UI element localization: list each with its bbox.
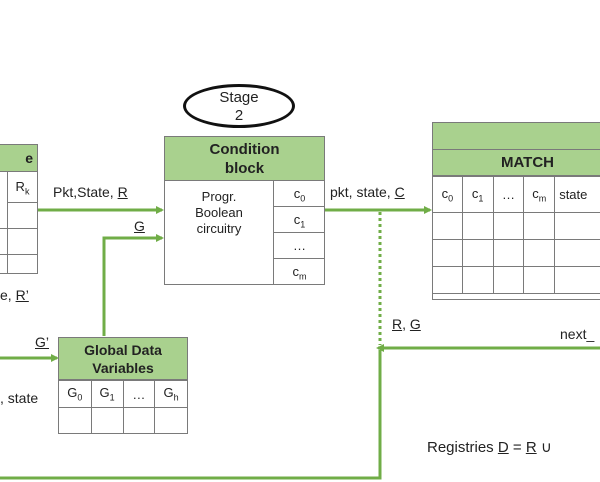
stage-label: Stage (219, 89, 259, 106)
condition-cells: c0 c1 … cm (273, 181, 325, 284)
left-table: e Rk (0, 144, 38, 274)
match-empty-cell (432, 239, 463, 267)
match-empty-cell (554, 239, 600, 267)
condition-block-header: Condition block (165, 137, 324, 181)
condition-cell-ellipsis: … (274, 233, 325, 259)
left-table-cell-rk: Rk (8, 172, 37, 203)
match-empty-cell (523, 239, 556, 267)
match-col-cm: cm (523, 176, 556, 213)
global-empty-cell (58, 407, 92, 434)
match-empty-cell (492, 239, 525, 267)
label-g-prime: G’ (35, 334, 49, 350)
condition-cell-cm: cm (292, 264, 307, 282)
match-empty-cell (492, 212, 525, 240)
match-col-c0: c0 (432, 176, 463, 213)
condition-body-line-2: Boolean (195, 205, 243, 220)
condition-body-line-1: Progr. (201, 189, 237, 204)
match-header: MATCH (433, 150, 600, 176)
global-cell-gh: Gh (154, 380, 188, 408)
global-data-box: Global Data Variables G0 G1 … Gh (58, 337, 188, 434)
label-next: next_ (560, 326, 595, 342)
global-empty-cell (122, 407, 156, 434)
match-empty-cell (554, 212, 600, 240)
label-pkt-state-c: pkt, state, C (330, 184, 405, 200)
condition-cell-c1: c1 (274, 207, 325, 233)
label-g-input: G (134, 218, 145, 234)
global-data-title-1: Global Data (84, 342, 162, 358)
match-empty-cell (461, 212, 494, 240)
stage-number: 2 (234, 107, 244, 124)
match-col-state: state (554, 176, 600, 213)
condition-cell-c0: c0 (274, 181, 325, 207)
match-top-band (433, 123, 600, 150)
match-empty-cell (432, 212, 463, 240)
match-empty-cell (461, 239, 494, 267)
global-data-title-2: Variables (92, 360, 154, 376)
label-left-state: , state (0, 390, 39, 406)
condition-block-body: Progr. Boolean circuitry (165, 183, 273, 237)
left-table-row-3 (0, 229, 37, 255)
match-empty-cell (554, 266, 600, 294)
return-line (0, 350, 382, 480)
match-col-ellipsis: … (492, 176, 525, 213)
global-empty-cell (90, 407, 124, 434)
global-cell-g0: G0 (58, 380, 92, 408)
label-pkt-state-r: Pkt,State, R (53, 184, 128, 200)
condition-block: Condition block Progr. Boolean circuitry… (164, 136, 325, 285)
match-empty-cell (492, 266, 525, 294)
left-table-header: e (0, 145, 37, 172)
global-cell-g1: G1 (90, 380, 124, 408)
match-empty-cell (461, 266, 494, 294)
match-empty-cell (432, 266, 463, 294)
match-table: MATCH c0 c1 … cm state (432, 122, 600, 300)
condition-block-title-2: block (224, 160, 265, 177)
label-r-g: R, G (392, 316, 421, 332)
label-left-bottom: e, R’ (0, 287, 29, 303)
global-data-grid: G0 G1 … Gh (58, 380, 188, 434)
match-grid: c0 c1 … cm state (432, 176, 600, 294)
condition-block-title-1: Condition (209, 141, 280, 158)
left-table-row-2 (0, 203, 37, 229)
condition-body-line-3: circuitry (196, 221, 242, 236)
global-cell-ellipsis: … (122, 380, 156, 408)
left-table-divider (7, 172, 8, 273)
stage-oval: Stage 2 (183, 84, 295, 128)
global-data-header: Global Data Variables (59, 338, 187, 380)
match-empty-cell (523, 266, 556, 294)
arrow-g-to-condition (102, 234, 164, 336)
label-registries: Registries D = R ∪ (427, 439, 552, 456)
global-empty-cell (154, 407, 188, 434)
match-empty-cell (523, 212, 556, 240)
match-col-c1: c1 (461, 176, 494, 213)
